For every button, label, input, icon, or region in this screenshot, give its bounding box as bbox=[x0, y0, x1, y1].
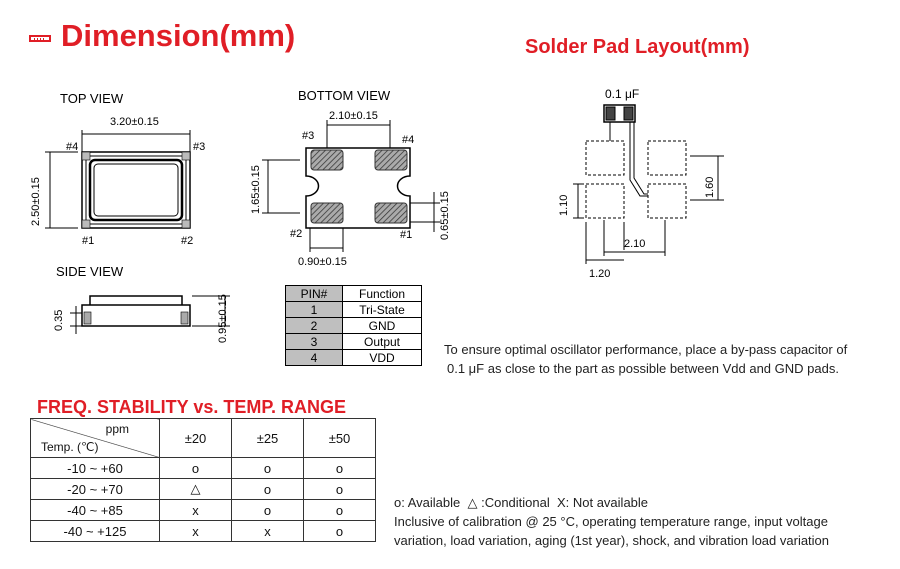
ruler-icon bbox=[29, 35, 51, 42]
pin-cell: 4 bbox=[285, 349, 343, 366]
note-line: To ensure optimal oscillator performance… bbox=[444, 342, 848, 357]
side-view-label: SIDE VIEW bbox=[56, 264, 124, 279]
function-cell: Output bbox=[342, 333, 422, 350]
range-cell: -10 ~ +60 bbox=[30, 457, 160, 479]
value-cell: o bbox=[303, 499, 376, 521]
table-header-row: PIN# Function bbox=[285, 285, 422, 302]
top-pin3: #3 bbox=[193, 141, 206, 153]
top-view-dimensions bbox=[45, 130, 191, 229]
table-row: -20 ~ +70 △ o o bbox=[30, 478, 376, 500]
top-pin4: #4 bbox=[66, 141, 79, 153]
value-cell: o bbox=[159, 457, 232, 479]
top-view-label: TOP VIEW bbox=[60, 91, 124, 106]
cap-label: 0.1 μF bbox=[605, 87, 640, 101]
function-cell: VDD bbox=[342, 349, 422, 366]
pad-vdim: 1.60 bbox=[704, 176, 716, 198]
bottom-view-dimensions bbox=[262, 120, 440, 252]
legend-line: variation, load variation, aging (1st ye… bbox=[394, 533, 830, 548]
range-cell: -40 ~ +125 bbox=[30, 520, 160, 542]
table-row: 2 GND bbox=[285, 317, 422, 334]
freq-stability-table: ppm Temp. (℃) ±20 ±25 ±50 -10 ~ +60 o o … bbox=[30, 418, 376, 542]
col-header: ±20 bbox=[159, 418, 232, 458]
table-row: 3 Output bbox=[285, 333, 422, 350]
top-pin2: #2 bbox=[181, 235, 194, 247]
value-cell: x bbox=[159, 499, 232, 521]
pad-pitch: 2.10 bbox=[624, 238, 646, 250]
side-view-package bbox=[81, 295, 191, 327]
side-height-dim: 0.95±0.15 bbox=[217, 294, 229, 343]
solder-pad-layout bbox=[573, 104, 724, 264]
table-row: 1 Tri-State bbox=[285, 301, 422, 318]
bottom-pin1: #1 bbox=[400, 229, 413, 241]
value-cell: o bbox=[231, 457, 304, 479]
freq-stability-title: FREQ. STABILITY vs. TEMP. RANGE bbox=[37, 397, 347, 417]
page-title: Dimension(mm) bbox=[61, 18, 296, 53]
col-header: ±25 bbox=[231, 418, 304, 458]
pad-width: 1.20 bbox=[589, 268, 611, 280]
legend-line: Inclusive of calibration @ 25 °C, operat… bbox=[394, 514, 828, 529]
pin-cell: 1 bbox=[285, 301, 343, 318]
value-cell: o bbox=[231, 478, 304, 500]
pin-header: PIN# bbox=[285, 285, 343, 302]
value-cell: o bbox=[303, 478, 376, 500]
top-view-package bbox=[81, 151, 191, 229]
temp-label: Temp. (℃) bbox=[41, 440, 99, 454]
stability-legend: o: Available △ :Conditional X: Not avail… bbox=[394, 493, 829, 550]
top-height-dim: 2.50±0.15 bbox=[30, 177, 42, 226]
value-cell: △ bbox=[159, 478, 232, 500]
bottom-view-package bbox=[305, 147, 411, 229]
top-width-dim: 3.20±0.15 bbox=[110, 116, 159, 128]
ppm-label: ppm bbox=[105, 422, 129, 436]
table-row: -10 ~ +60 o o o bbox=[30, 457, 376, 479]
bottom-view-label: BOTTOM VIEW bbox=[298, 88, 391, 103]
corner-cell: ppm Temp. (℃) bbox=[30, 418, 160, 458]
value-cell: x bbox=[159, 520, 232, 542]
bottom-padw-dim: 0.90±0.15 bbox=[298, 256, 347, 268]
legend-line: o: Available △ :Conditional X: Not avail… bbox=[394, 495, 649, 510]
pin-cell: 2 bbox=[285, 317, 343, 334]
note-line: 0.1 μF as close to the part as possible … bbox=[447, 361, 839, 376]
table-row: 4 VDD bbox=[285, 349, 422, 366]
table-row: -40 ~ +85 x o o bbox=[30, 499, 376, 521]
table-header-row: ppm Temp. (℃) ±20 ±25 ±50 bbox=[30, 418, 376, 458]
pad-hdim: 1.10 bbox=[558, 194, 570, 216]
value-cell: o bbox=[231, 499, 304, 521]
range-cell: -40 ~ +85 bbox=[30, 499, 160, 521]
function-cell: Tri-State bbox=[342, 301, 422, 318]
value-cell: x bbox=[231, 520, 304, 542]
bottom-view-pads bbox=[310, 149, 408, 224]
bottom-pitch-dim: 2.10±0.15 bbox=[329, 110, 378, 122]
value-cell: o bbox=[303, 520, 376, 542]
table-row: -40 ~ +125 x x o bbox=[30, 520, 376, 542]
function-header: Function bbox=[342, 285, 422, 302]
bypass-note: To ensure optimal oscillator performance… bbox=[444, 340, 847, 378]
col-header: ±50 bbox=[303, 418, 376, 458]
top-pin1: #1 bbox=[82, 235, 95, 247]
side-base-dim: 0.35 bbox=[53, 309, 65, 331]
side-view-dimensions bbox=[70, 295, 230, 334]
pad-layout-title: Solder Pad Layout(mm) bbox=[525, 36, 750, 58]
value-cell: o bbox=[303, 457, 376, 479]
function-cell: GND bbox=[342, 317, 422, 334]
bottom-padh-dim: 0.65±0.15 bbox=[439, 191, 451, 240]
bottom-pin4: #4 bbox=[402, 134, 415, 146]
pin-cell: 3 bbox=[285, 333, 343, 350]
range-cell: -20 ~ +70 bbox=[30, 478, 160, 500]
bottom-pin2: #2 bbox=[290, 228, 303, 240]
bottom-vpitch-dim: 1.65±0.15 bbox=[250, 165, 262, 214]
bottom-pin3: #3 bbox=[302, 130, 315, 142]
pin-function-table: PIN# Function 1 Tri-State 2 GND 3 Output… bbox=[285, 285, 422, 366]
